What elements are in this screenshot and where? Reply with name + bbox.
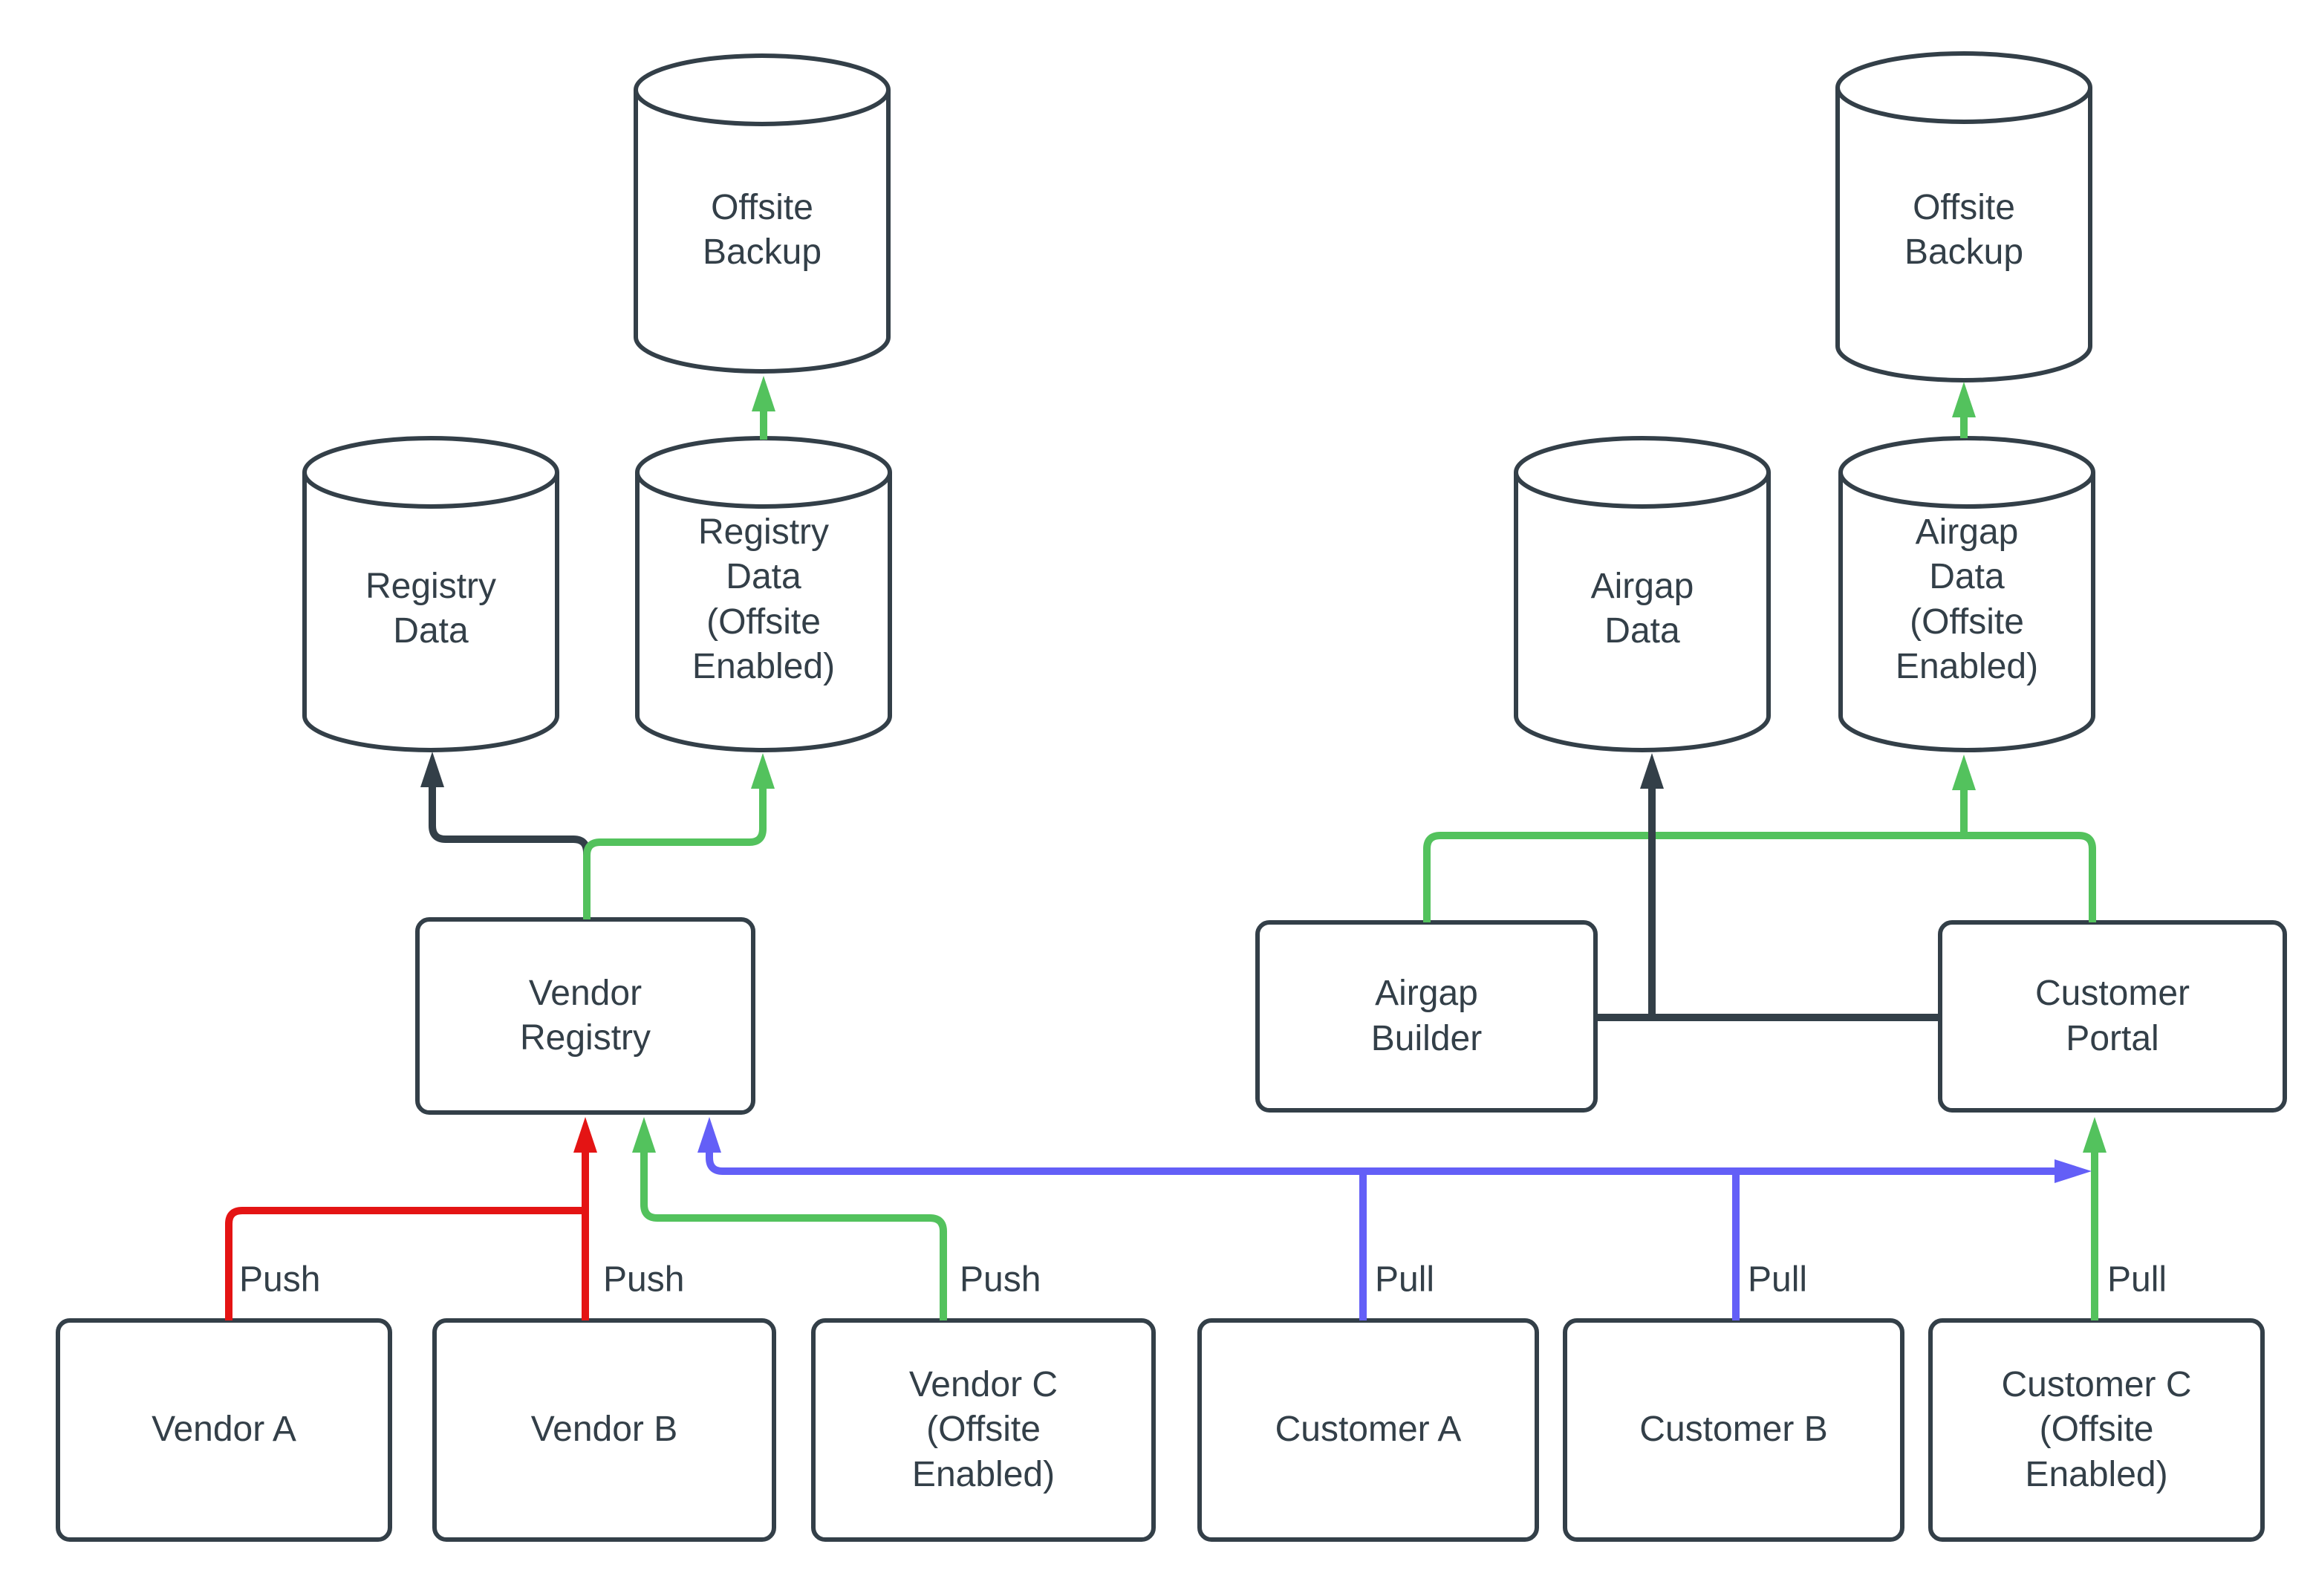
edge-line bbox=[225, 1207, 585, 1320]
cylinder-airgap-data bbox=[1514, 436, 1771, 752]
arrowhead-up bbox=[752, 376, 775, 411]
edge-vendor-a-push bbox=[225, 1207, 585, 1320]
arrowhead-up bbox=[751, 753, 775, 789]
cylinder-body bbox=[1514, 472, 1771, 752]
edge-builder-portal-to-airgap-data bbox=[1595, 753, 1940, 1021]
arrowhead-right bbox=[2055, 1159, 2092, 1183]
edge-line bbox=[706, 1153, 2055, 1175]
box-customer-a bbox=[1197, 1318, 1539, 1542]
cylinder-body bbox=[1838, 472, 2095, 752]
arrowhead-up bbox=[1952, 755, 1976, 790]
box-vendor-a bbox=[56, 1318, 392, 1542]
edge-builder-portal-to-airgap-data-offsite bbox=[1423, 755, 2096, 922]
cylinder-body bbox=[635, 472, 892, 752]
edge-airgap-data-offsite-to-offsite-backup bbox=[1952, 382, 1976, 438]
cylinder-top bbox=[1835, 51, 2092, 124]
cylinder-body bbox=[302, 472, 559, 752]
box-vendor-b bbox=[432, 1318, 776, 1542]
arrowhead-up bbox=[1952, 382, 1976, 417]
cylinder-registry-data bbox=[302, 436, 559, 752]
arrowhead-up bbox=[697, 1117, 721, 1153]
cylinder-offsite-backup-right bbox=[1835, 51, 2092, 382]
edge-pull-trunk-to-registry bbox=[697, 1117, 2092, 1183]
edge-line bbox=[583, 789, 767, 919]
arrowhead-up bbox=[2083, 1117, 2107, 1153]
box-airgap-builder bbox=[1255, 920, 1598, 1113]
box-vendor-registry bbox=[415, 917, 755, 1115]
box-customer-c bbox=[1928, 1318, 2265, 1542]
edge-registry-to-registry-data bbox=[420, 752, 591, 919]
arrowhead-up bbox=[632, 1117, 656, 1153]
edge-registry-to-registry-data-offsite bbox=[583, 753, 775, 919]
cylinder-airgap-data-offsite bbox=[1838, 436, 2095, 752]
edge-vendor-b-push bbox=[573, 1117, 597, 1320]
arrowhead-up bbox=[420, 752, 444, 787]
cylinder-offsite-backup-left bbox=[634, 53, 891, 374]
cylinder-top bbox=[635, 436, 892, 509]
edge-line bbox=[429, 787, 591, 919]
cylinder-top bbox=[302, 436, 559, 509]
edge-line bbox=[1423, 832, 2096, 922]
cylinder-top bbox=[1838, 436, 2095, 509]
edge-line bbox=[640, 1153, 947, 1320]
box-vendor-c bbox=[811, 1318, 1156, 1542]
cylinder-top bbox=[634, 53, 891, 126]
edge-registry-data-offsite-to-offsite-backup bbox=[752, 376, 775, 440]
edge-vendor-c-push bbox=[632, 1117, 947, 1320]
box-customer-b bbox=[1563, 1318, 1904, 1542]
arrowhead-up bbox=[1640, 753, 1664, 789]
box-customer-portal bbox=[1938, 920, 2287, 1113]
arrowhead-up bbox=[573, 1117, 597, 1153]
cylinder-registry-data-offsite bbox=[635, 436, 892, 752]
edge-customer-c-pull bbox=[2083, 1117, 2107, 1320]
cylinder-top bbox=[1514, 436, 1771, 509]
cylinder-body bbox=[1835, 88, 2092, 382]
cylinder-body bbox=[634, 90, 891, 374]
